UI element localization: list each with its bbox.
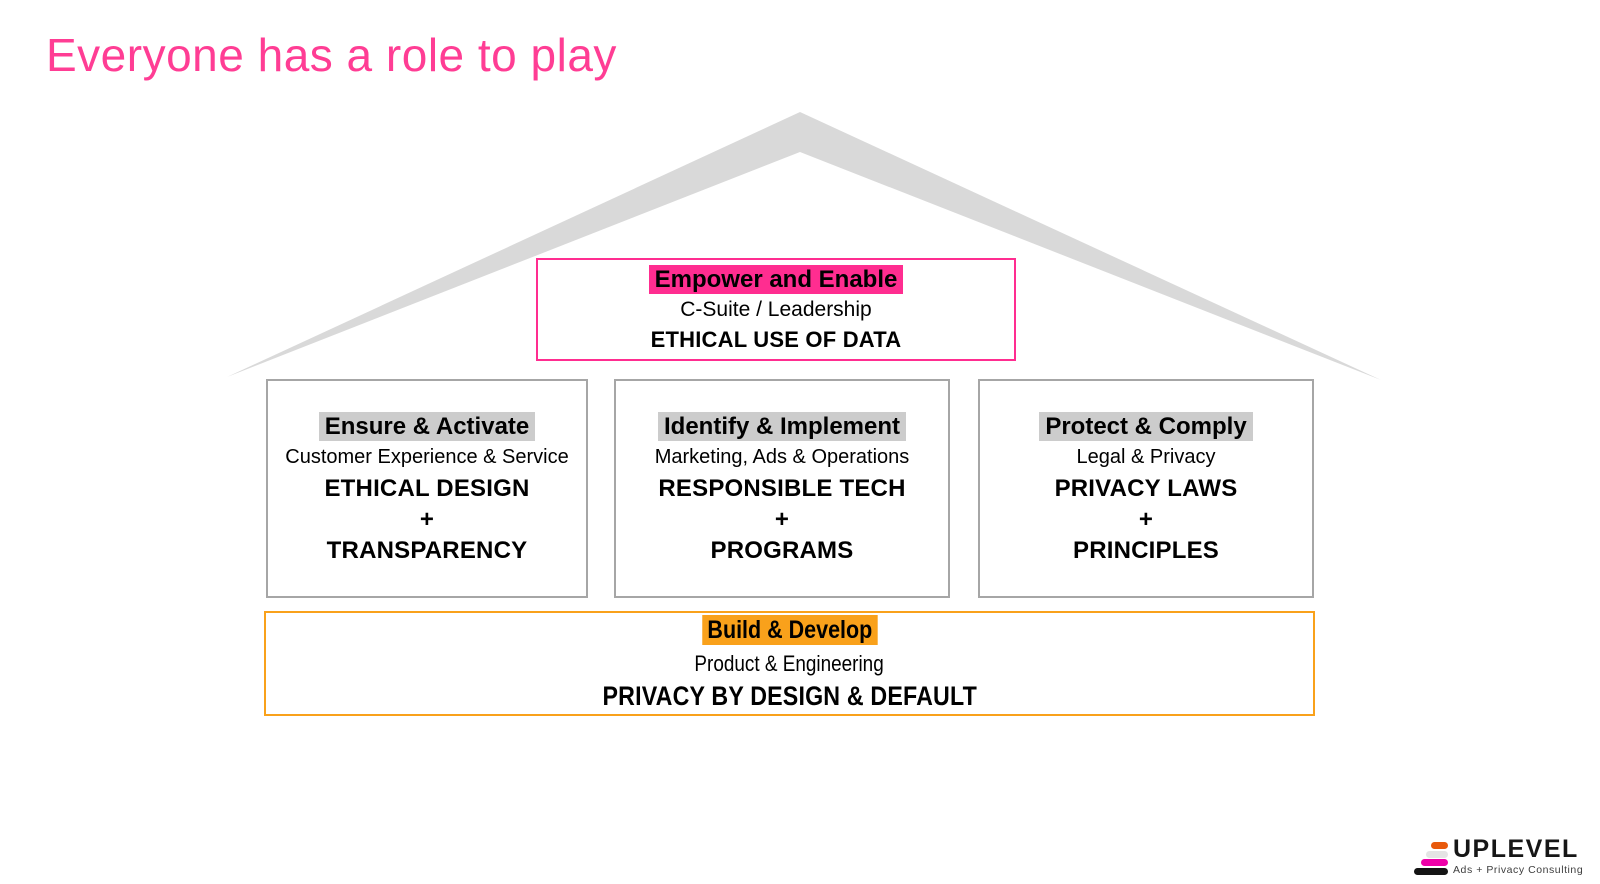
role-mandate-line: RESPONSIBLE TECH [658,475,906,502]
role-heading-customer-experience: Ensure & Activate [318,412,536,441]
role-box-legal-privacy: Protect & Comply Legal & Privacy PRIVACY… [978,379,1314,598]
role-heading-row: Identify & Implement [657,411,907,442]
role-box-product-engineering: Build & Develop Product & Engineering PR… [264,611,1315,716]
role-mandate-product-engineering: PRIVACY BY DESIGN & DEFAULT [602,681,977,711]
role-heading-row: Empower and Enable [648,264,904,295]
role-heading-leadership: Empower and Enable [648,264,904,294]
role-team-customer-experience: Customer Experience & Service [285,446,569,468]
uplevel-logo: UPLEVEL Ads + Privacy Consulting [1414,835,1584,876]
logo-bar-black [1414,867,1448,875]
role-team-marketing-ads: Marketing, Ads & Operations [654,446,910,468]
role-heading-marketing-ads: Identify & Implement [657,412,907,441]
role-team-product-engineering: Product & Engineering [694,651,885,676]
logo-bar-orange [1431,842,1448,849]
role-heading-row: Protect & Comply [1039,411,1253,442]
logo-bar-gray [1426,850,1448,858]
role-mandate-line: TRANSPARENCY [326,537,528,564]
role-mandate-plus: + [1138,506,1154,533]
stacked-bars-icon [1414,841,1448,876]
role-box-leadership: Empower and Enable C-Suite / Leadership … [536,258,1016,361]
slide-title: Everyone has a role to play [46,29,617,81]
role-mandate-leadership: ETHICAL USE OF DATA [650,326,902,352]
role-team-leadership: C-Suite / Leadership [680,297,872,321]
role-heading-product-engineering: Build & Develop [701,615,878,645]
role-box-customer-experience: Ensure & Activate Customer Experience & … [266,379,588,598]
role-box-marketing-ads: Identify & Implement Marketing, Ads & Op… [614,379,950,598]
logo-wordmark: UPLEVEL [1453,835,1579,863]
logo-bar-magenta [1421,859,1448,866]
role-mandate-plus: + [774,506,790,533]
role-mandate-line: PRIVACY LAWS [1054,475,1238,502]
role-mandate-line: PRINCIPLES [1072,537,1220,564]
logo-text-block: UPLEVEL Ads + Privacy Consulting [1453,835,1584,876]
logo-tagline: Ads + Privacy Consulting [1453,863,1584,876]
role-mandate-plus: + [419,506,435,533]
role-heading-row: Ensure & Activate [318,411,536,442]
role-team-legal-privacy: Legal & Privacy [1076,446,1216,468]
role-heading-row: Build & Develop [688,614,892,647]
role-mandate-line: PROGRAMS [710,537,854,564]
role-mandate-line: ETHICAL DESIGN [324,475,530,502]
role-heading-legal-privacy: Protect & Comply [1039,412,1253,441]
